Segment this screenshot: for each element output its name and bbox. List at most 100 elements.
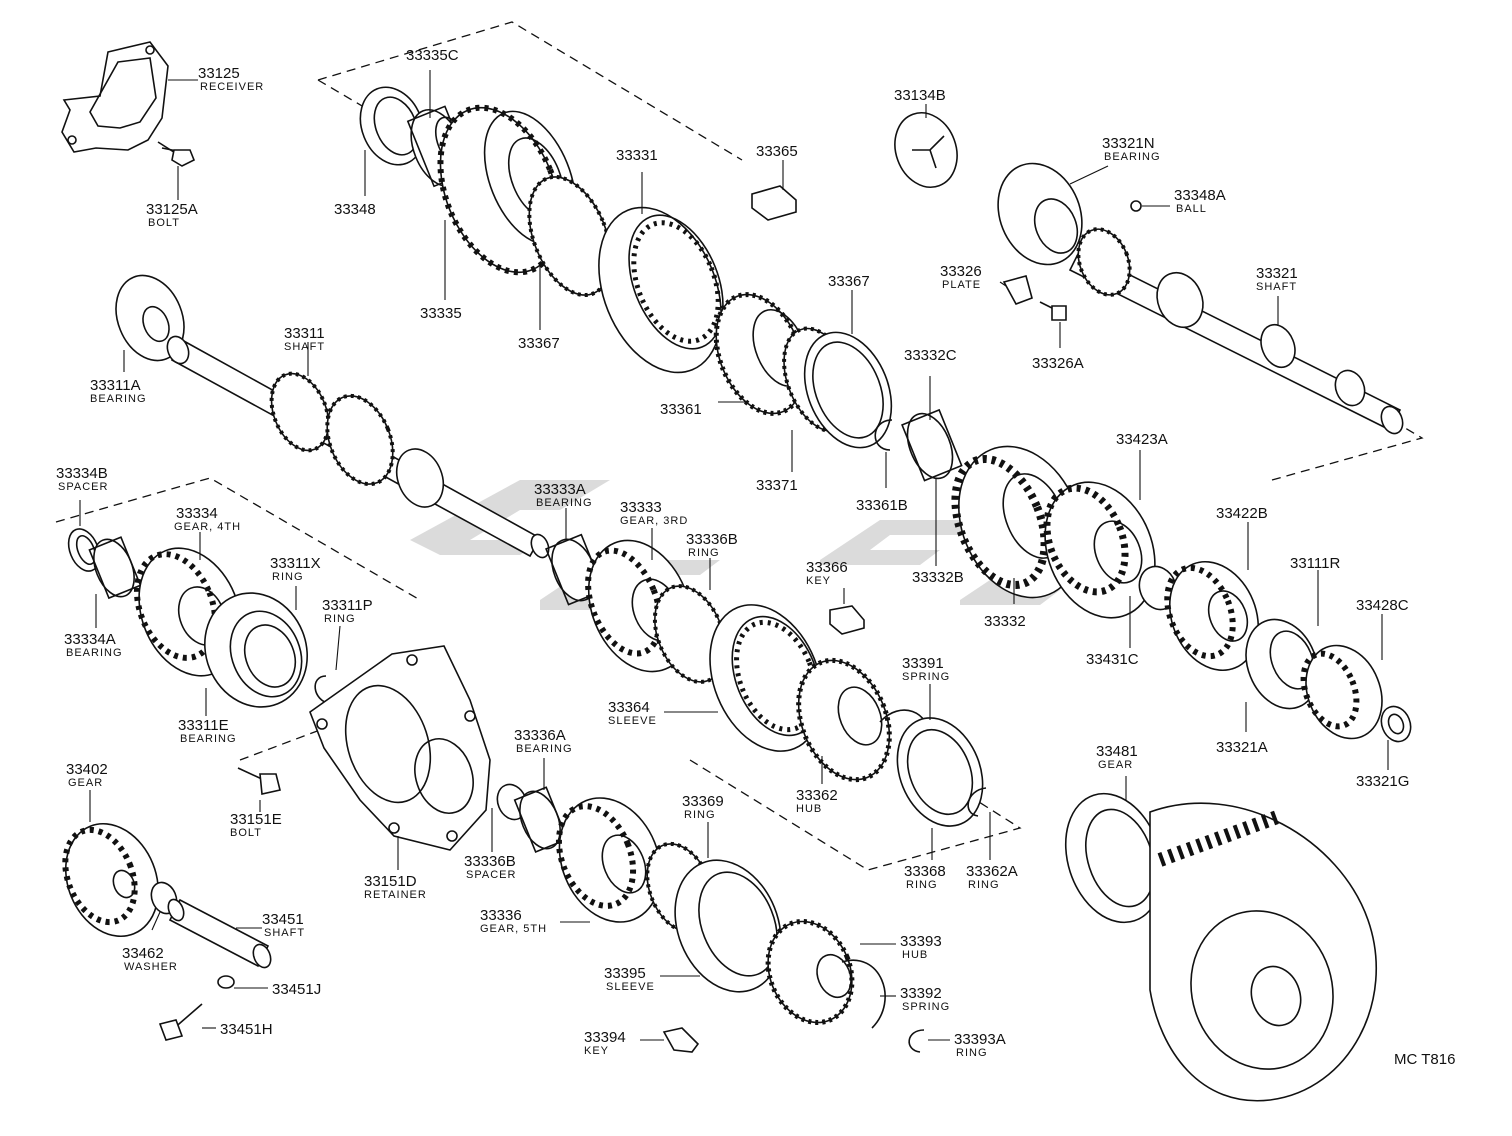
ring-33371 bbox=[803, 331, 893, 449]
label-33336B-spacer-number: 33336B bbox=[464, 853, 516, 870]
label-33394-desc: KEY bbox=[584, 1045, 609, 1057]
label-33451J-number: 33451J bbox=[272, 981, 321, 998]
label-33362A-number: 33362A bbox=[966, 863, 1018, 880]
figure-code: MC T816 bbox=[1394, 1051, 1455, 1068]
label-33134B-number: 33134B bbox=[894, 87, 946, 104]
bearing-33321N bbox=[997, 162, 1083, 266]
label-33334-number: 33334 bbox=[176, 505, 218, 522]
label-33361-number: 33361 bbox=[660, 401, 702, 418]
label-33321G-number: 33321G bbox=[1356, 773, 1409, 790]
label-33362-desc: HUB bbox=[796, 803, 822, 815]
label-33321-desc: SHAFT bbox=[1256, 281, 1297, 293]
label-33402-desc: GEAR bbox=[68, 777, 103, 789]
label-33391-number: 33391 bbox=[902, 655, 944, 672]
bearing-33311A bbox=[115, 274, 185, 362]
label-33369-number: 33369 bbox=[682, 793, 724, 810]
label-33151E-number: 33151E bbox=[230, 811, 282, 828]
label-33367b-number: 33367 bbox=[828, 273, 870, 290]
label-33394-number: 33394 bbox=[584, 1029, 626, 1046]
label-33423A-number: 33423A bbox=[1116, 431, 1168, 448]
key-33366 bbox=[829, 605, 865, 635]
label-33368-desc: RING bbox=[906, 879, 938, 891]
label-33111R-number: 33111R bbox=[1290, 555, 1340, 572]
bearing-33334A bbox=[88, 536, 142, 600]
gear-33422B bbox=[1164, 560, 1260, 672]
label-33451-desc: SHAFT bbox=[264, 927, 305, 939]
plate-33134B bbox=[894, 112, 958, 188]
label-33336B-ring-desc: RING bbox=[688, 547, 720, 559]
key-33394 bbox=[662, 1027, 700, 1053]
label-33336A-desc: BEARING bbox=[516, 743, 573, 755]
gear-33336 bbox=[555, 797, 662, 923]
label-33371-number: 33371 bbox=[756, 477, 798, 494]
label-33336-desc: GEAR, 5TH bbox=[480, 923, 547, 935]
label-33125A-desc: BOLT bbox=[148, 217, 180, 229]
sleeve-33395 bbox=[674, 859, 782, 993]
label-33393A-number: 33393A bbox=[954, 1031, 1006, 1048]
label-33311-desc: SHAFT bbox=[284, 341, 325, 353]
label-33391-desc: SPRING bbox=[902, 671, 950, 683]
label-33334B-desc: SPACER bbox=[58, 481, 108, 493]
label-33462-desc: WASHER bbox=[124, 961, 178, 973]
label-33326A-number: 33326A bbox=[1032, 355, 1084, 372]
leader-lines bbox=[79, 70, 1389, 1041]
label-33125-desc: RECEIVER bbox=[200, 81, 264, 93]
label-33332B-number: 33332B bbox=[912, 569, 964, 586]
label-33311A-number: 33311A bbox=[90, 377, 141, 394]
label-33334A-number: 33334A bbox=[64, 631, 116, 648]
label-33321-number: 33321 bbox=[1256, 265, 1298, 282]
label-33334B-number: 33334B bbox=[56, 465, 108, 482]
snap-ring-33361B bbox=[874, 419, 893, 451]
label-33125-number: 33125 bbox=[198, 65, 240, 82]
pin-33451J bbox=[217, 975, 235, 989]
label-33332C-number: 33332C bbox=[904, 347, 957, 364]
label-33321N-desc: BEARING bbox=[1104, 151, 1161, 163]
bolt-33125A bbox=[157, 141, 196, 167]
label-33364-desc: SLEEVE bbox=[608, 715, 657, 727]
label-33395-number: 33395 bbox=[604, 965, 646, 982]
label-33422B-number: 33422B bbox=[1216, 505, 1268, 522]
label-33428C-number: 33428C bbox=[1356, 597, 1409, 614]
label-33365-number: 33365 bbox=[756, 143, 798, 160]
label-33151E-desc: BOLT bbox=[230, 827, 262, 839]
label-33481-desc: GEAR bbox=[1098, 759, 1133, 771]
gear-33402 bbox=[62, 822, 160, 938]
label-33151D-number: 33151D bbox=[364, 873, 417, 890]
label-33366-desc: KEY bbox=[806, 575, 831, 587]
gear-33481 bbox=[1064, 792, 1377, 1102]
label-33362A-desc: RING bbox=[968, 879, 1000, 891]
label-33334A-desc: BEARING bbox=[66, 647, 123, 659]
label-33366-number: 33366 bbox=[806, 559, 848, 576]
label-33125A-number: 33125A bbox=[146, 201, 198, 218]
label-33348A-number: 33348A bbox=[1174, 187, 1226, 204]
label-33311P-number: 33311P bbox=[322, 597, 373, 614]
spring-33392 bbox=[841, 959, 886, 1029]
bolt-33451H bbox=[158, 1003, 203, 1041]
retainer-33151D bbox=[309, 645, 491, 851]
label-33151D-desc: RETAINER bbox=[364, 889, 427, 901]
label-33335-number: 33335 bbox=[420, 305, 462, 322]
label-33335C-number: 33335C bbox=[406, 47, 459, 64]
bolt-33151E bbox=[237, 767, 281, 795]
label-33368-number: 33368 bbox=[904, 863, 946, 880]
label-33395-desc: SLEEVE bbox=[606, 981, 655, 993]
label-33336B-ring-number: 33336B bbox=[686, 531, 738, 548]
snap-ring-33362A bbox=[967, 787, 987, 817]
hub-33393 bbox=[765, 919, 855, 1025]
label-33326-desc: PLATE bbox=[942, 279, 981, 291]
label-33369-desc: RING bbox=[684, 809, 716, 821]
bearing-33336A bbox=[513, 786, 569, 853]
shaft-33321 bbox=[1068, 227, 1404, 435]
label-33462-number: 33462 bbox=[122, 945, 164, 962]
ring-33311X bbox=[204, 592, 308, 708]
label-33348-number: 33348 bbox=[334, 201, 376, 218]
shaft-33451 bbox=[167, 898, 272, 969]
part-labels: 33125 RECEIVER 33125A BOLT 33335C 33348 … bbox=[56, 47, 1409, 1059]
label-33451-number: 33451 bbox=[262, 911, 304, 928]
label-33431C-number: 33431C bbox=[1086, 651, 1139, 668]
nut-33321G bbox=[1380, 705, 1412, 743]
label-33393A-desc: RING bbox=[956, 1047, 988, 1059]
label-33364-number: 33364 bbox=[608, 699, 650, 716]
sleeve-33364 bbox=[709, 604, 823, 752]
